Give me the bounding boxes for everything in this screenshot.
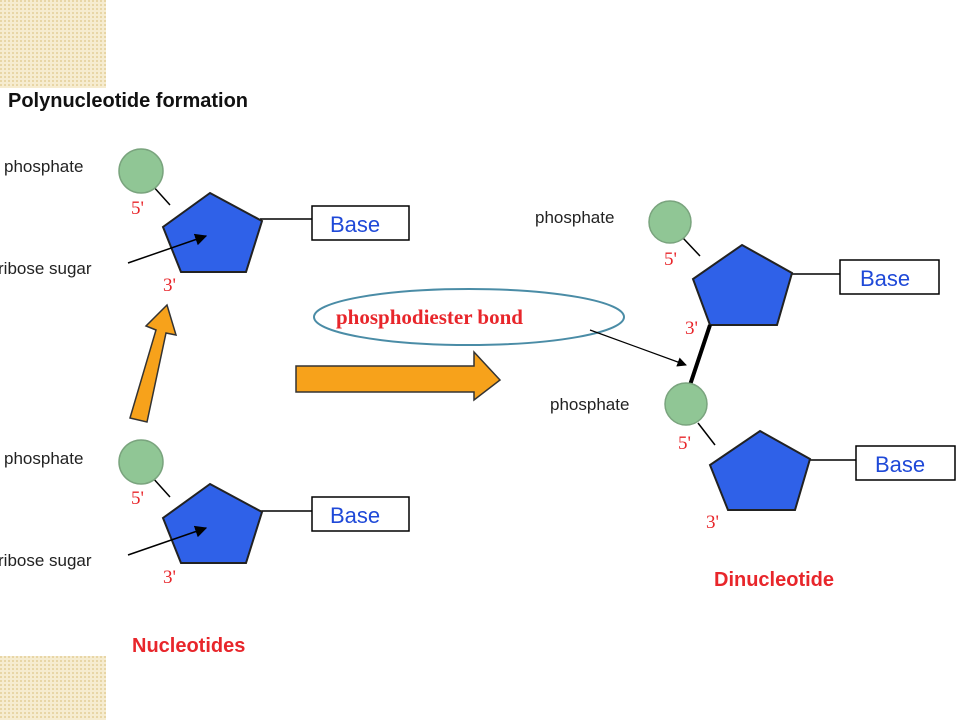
ribose-pentagon <box>161 191 264 273</box>
phosphate-label: phosphate <box>4 449 83 468</box>
base-label: Base <box>860 266 910 291</box>
diagram-title: Polynucleotide formation <box>8 90 248 112</box>
prime-3-label: 3' <box>706 512 719 533</box>
ribose-pentagon <box>708 429 812 511</box>
base-label: Base <box>330 503 380 528</box>
base-label: Base <box>875 452 925 477</box>
nucleotide-top: Base phosphate ribose sugar 5' 3' <box>0 148 410 296</box>
phosphodiester-bond-line <box>688 324 712 386</box>
base-box <box>855 445 956 481</box>
base-box <box>311 496 410 532</box>
phosphate-label: phosphate <box>550 395 629 414</box>
ribose-sugar-label: ribose sugar <box>0 551 92 570</box>
dinucleotide: Base phosphate 5' 3' Base phosphate 5' 3… <box>535 200 956 533</box>
prime-3-label: 3' <box>685 318 698 339</box>
prime-3-label: 3' <box>163 567 176 588</box>
base-label: Base <box>330 212 380 237</box>
prime-5-label: 5' <box>664 249 677 270</box>
phosphate-circle <box>118 439 164 485</box>
prime-5-label: 5' <box>131 488 144 509</box>
decorative-corner-bottom <box>0 656 106 720</box>
bond-highlight-ellipse <box>313 288 625 346</box>
phosphate-circle <box>118 148 164 194</box>
phosphate-circle <box>664 382 708 426</box>
prime-5-label: 5' <box>678 433 691 454</box>
nucleotides-label: Nucleotides <box>132 635 245 657</box>
dinucleotide-label: Dinucleotide <box>714 569 834 591</box>
prime-5-label: 5' <box>131 198 144 219</box>
phosphodiester-bond-label: phosphodiester bond <box>336 305 523 329</box>
ribose-sugar-label: ribose sugar <box>0 259 92 278</box>
base-box <box>839 259 940 295</box>
right-arrow-icon <box>295 350 502 402</box>
base-box <box>311 205 410 241</box>
nucleotide-bottom: Base phosphate ribose sugar 5' 3' <box>0 439 410 588</box>
prime-3-label: 3' <box>163 275 176 296</box>
ribose-pentagon <box>691 243 794 326</box>
phosphate-circle <box>648 200 692 244</box>
decorative-corner-top <box>0 0 106 88</box>
phosphate-label: phosphate <box>4 157 83 176</box>
up-arrow-icon <box>129 303 178 423</box>
ribose-pentagon <box>161 482 264 564</box>
phosphate-label: phosphate <box>535 208 614 227</box>
